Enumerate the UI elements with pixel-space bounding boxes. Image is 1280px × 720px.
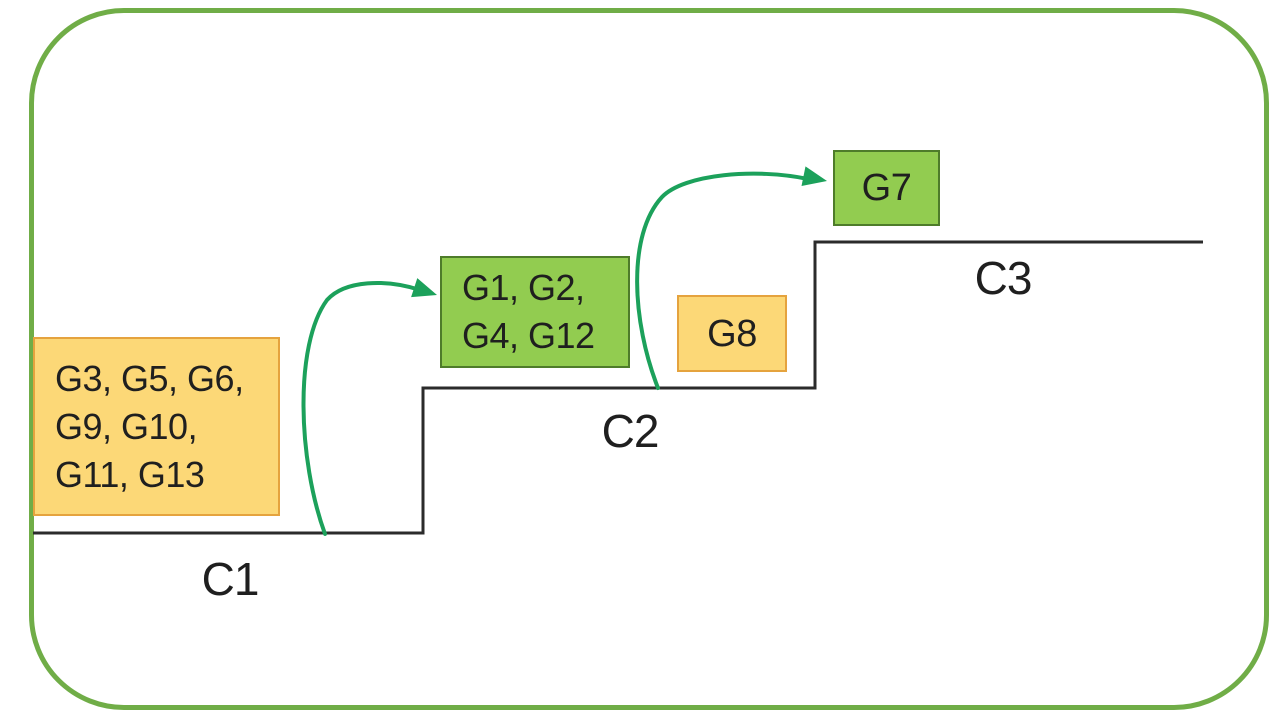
promotion-arrow-c2-to-c3 <box>635 171 810 390</box>
arrowhead-c2-to-c3-icon <box>801 166 827 186</box>
gene-box-g8-orange: G8 <box>677 295 787 372</box>
gene-box-g7-green: G7 <box>833 150 940 226</box>
staircase-step-line <box>33 240 1203 535</box>
arrowhead-c1-to-c2-icon <box>411 278 437 298</box>
gene-box-c1-text: G3, G5, G6, G9, G10, G11, G13 <box>55 357 244 495</box>
stage-label-c3: C3 <box>974 252 1033 304</box>
rounded-frame-border <box>29 8 1269 710</box>
gene-box-g7-text: G7 <box>861 167 912 209</box>
promotion-arrow-c1-to-c2 <box>301 281 422 536</box>
gene-box-g8-text: G8 <box>707 312 757 355</box>
stage-label-c2: C2 <box>601 405 660 457</box>
gene-box-c2-green: G1, G2, G4, G12 <box>440 256 630 368</box>
gene-box-c2-text: G1, G2, G4, G12 <box>462 267 595 356</box>
stage-label-c1: C1 <box>201 553 260 605</box>
gene-box-c1-orange: G3, G5, G6, G9, G10, G11, G13 <box>33 337 280 516</box>
